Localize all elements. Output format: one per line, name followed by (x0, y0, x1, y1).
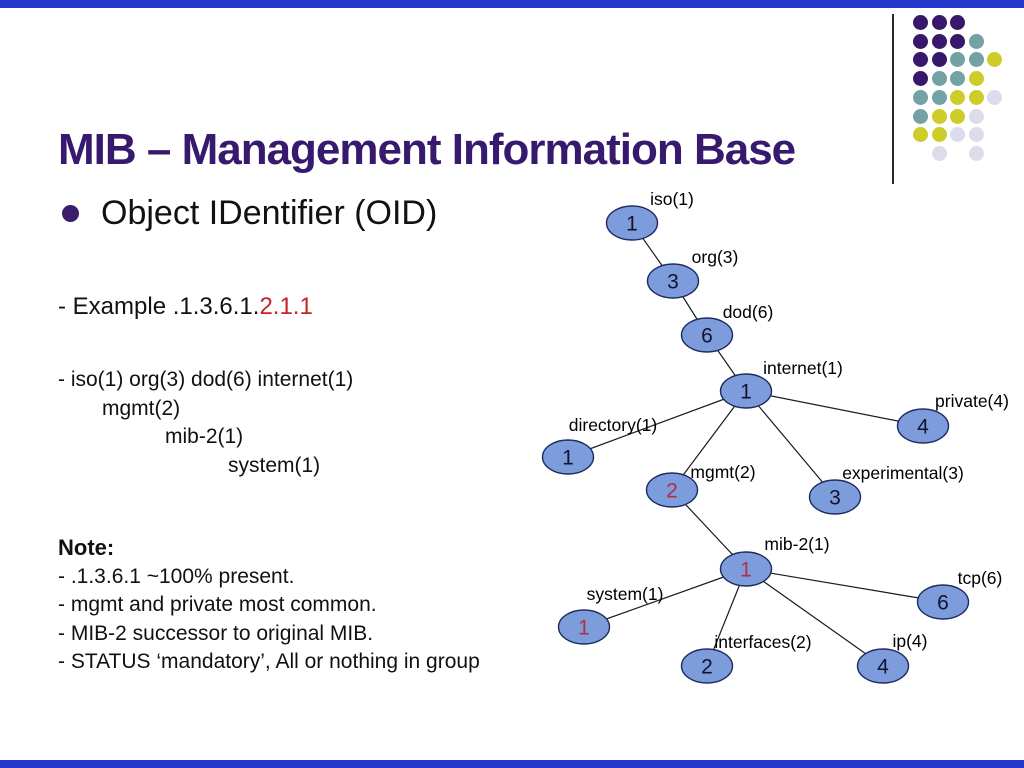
tree-node-mib2 (719, 551, 773, 587)
oid-example-highlight: 2.1.1 (259, 293, 313, 320)
tree-node-label-dod: dod(6) (723, 302, 774, 322)
tree-edge-internet-private (745, 390, 924, 427)
page-title: MIB – Management Information Base (58, 125, 796, 175)
decorative-dot (913, 71, 928, 87)
decorative-dot (950, 15, 965, 30)
tree-node-iso (605, 205, 659, 241)
decorative-dot (931, 52, 947, 68)
decorative-dot (968, 145, 984, 161)
oid-path-line: mgmt(2) (102, 396, 181, 420)
decorative-dot (950, 127, 965, 143)
decorative-dot (931, 145, 947, 161)
decorative-dot (968, 89, 984, 105)
oid-path-block: - iso(1) org(3) dod(6) internet(1) mgmt(… (58, 366, 353, 480)
tree-node-label-interfaces: interfaces(2) (714, 632, 811, 652)
note-line: - MIB-2 successor to original MIB. (58, 621, 374, 645)
tree-edge-internet-mgmt (671, 390, 747, 491)
tree-node-label-tcp: tcp(6) (958, 568, 1003, 588)
top-border-bar (0, 0, 1024, 8)
tree-node-number-org: 3 (667, 271, 679, 294)
note-line: - .1.3.6.1 ~100% present. (58, 564, 295, 588)
decorative-dot (931, 89, 947, 105)
tree-node-internet (719, 373, 773, 409)
tree-node-number-iso: 1 (626, 213, 638, 236)
decorative-dot-grid (913, 15, 1013, 167)
tree-edge-mib2-ip (745, 568, 884, 667)
decorative-dot (950, 71, 965, 87)
note-heading: Note: (58, 535, 115, 560)
oid-example-prefix: - Example .1.3.6.1. (58, 293, 260, 320)
decorative-dot (931, 15, 947, 30)
tree-edge-mib2-system (583, 568, 747, 628)
bullet-icon (62, 205, 79, 222)
decorative-dot (913, 108, 928, 124)
bottom-border-bar (0, 760, 1024, 768)
tree-edge-mib2-tcp (745, 568, 944, 603)
decorative-dot (931, 33, 947, 49)
decorative-dot (913, 89, 928, 105)
tree-node-label-private: private(4) (935, 391, 1009, 411)
tree-node-number-internet: 1 (740, 381, 752, 404)
tree-node-tcp (916, 584, 970, 620)
tree-node-number-mib2: 1 (740, 559, 752, 582)
bullet-item: Object IDentifier (OID) (62, 194, 437, 233)
decorative-dot (968, 52, 984, 68)
note-block: Note: - .1.3.6.1 ~100% present. - mgmt a… (58, 534, 480, 677)
decorative-dot (968, 33, 984, 49)
tree-edge-internet-directory (567, 390, 747, 458)
decorative-dot (950, 89, 965, 105)
decorative-dot (987, 52, 1002, 68)
tree-node-ip (856, 648, 910, 684)
tree-node-interfaces (680, 648, 734, 684)
tree-edge-internet-experimental (745, 390, 836, 498)
tree-node-system (557, 609, 611, 645)
tree-node-label-org: org(3) (692, 247, 739, 267)
tree-node-label-directory: directory(1) (569, 415, 658, 435)
tree-node-label-ip: ip(4) (892, 631, 927, 651)
tree-node-label-mgmt: mgmt(2) (690, 462, 755, 482)
tree-node-private (896, 408, 950, 444)
tree-node-mgmt (645, 472, 699, 508)
decorative-dot (950, 108, 965, 124)
oid-path-line: - iso(1) org(3) dod(6) internet(1) (58, 368, 354, 391)
oid-example-line: - Example .1.3.6.1.2.1.1 (58, 293, 313, 321)
decorative-dot (968, 71, 984, 87)
tree-node-label-mib2: mib-2(1) (764, 534, 829, 554)
decorative-dot (950, 52, 965, 68)
tree-node-number-interfaces: 2 (701, 656, 713, 679)
note-line: - STATUS ‘mandatory’, All or nothing in … (58, 650, 480, 673)
tree-node-number-dod: 6 (701, 325, 713, 348)
tree-node-label-iso: iso(1) (650, 189, 694, 209)
tree-node-number-directory: 1 (562, 447, 574, 470)
decorative-dot (931, 127, 947, 143)
decorative-dot (968, 108, 984, 124)
tree-node-number-tcp: 6 (937, 592, 949, 615)
decorative-dot (913, 52, 928, 68)
tree-node-number-experimental: 3 (829, 487, 841, 510)
decorative-dot (913, 15, 928, 30)
tree-node-org (646, 263, 700, 299)
divider-line (892, 14, 894, 184)
decorative-dot (913, 33, 928, 49)
tree-node-label-system: system(1) (587, 584, 664, 604)
decorative-dot (987, 89, 1002, 105)
tree-node-experimental (808, 479, 862, 515)
tree-node-label-internet: internet(1) (763, 358, 843, 378)
oid-path-line: system(1) (228, 453, 321, 477)
bullet-text: Object IDentifier (OID) (101, 194, 438, 232)
decorative-dot (931, 71, 947, 87)
note-line: - mgmt and private most common. (58, 593, 377, 616)
decorative-dot (913, 127, 928, 143)
tree-node-number-system: 1 (578, 617, 590, 640)
tree-node-number-ip: 4 (877, 656, 889, 679)
decorative-dot (950, 33, 965, 49)
tree-node-number-private: 4 (917, 416, 929, 439)
tree-node-number-mgmt: 2 (666, 480, 678, 503)
decorative-dot (931, 108, 947, 124)
tree-node-dod (680, 317, 734, 353)
tree-node-label-experimental: experimental(3) (842, 463, 964, 483)
oid-path-line: mib-2(1) (165, 425, 244, 448)
tree-node-directory (541, 439, 595, 475)
decorative-dot (968, 127, 984, 143)
